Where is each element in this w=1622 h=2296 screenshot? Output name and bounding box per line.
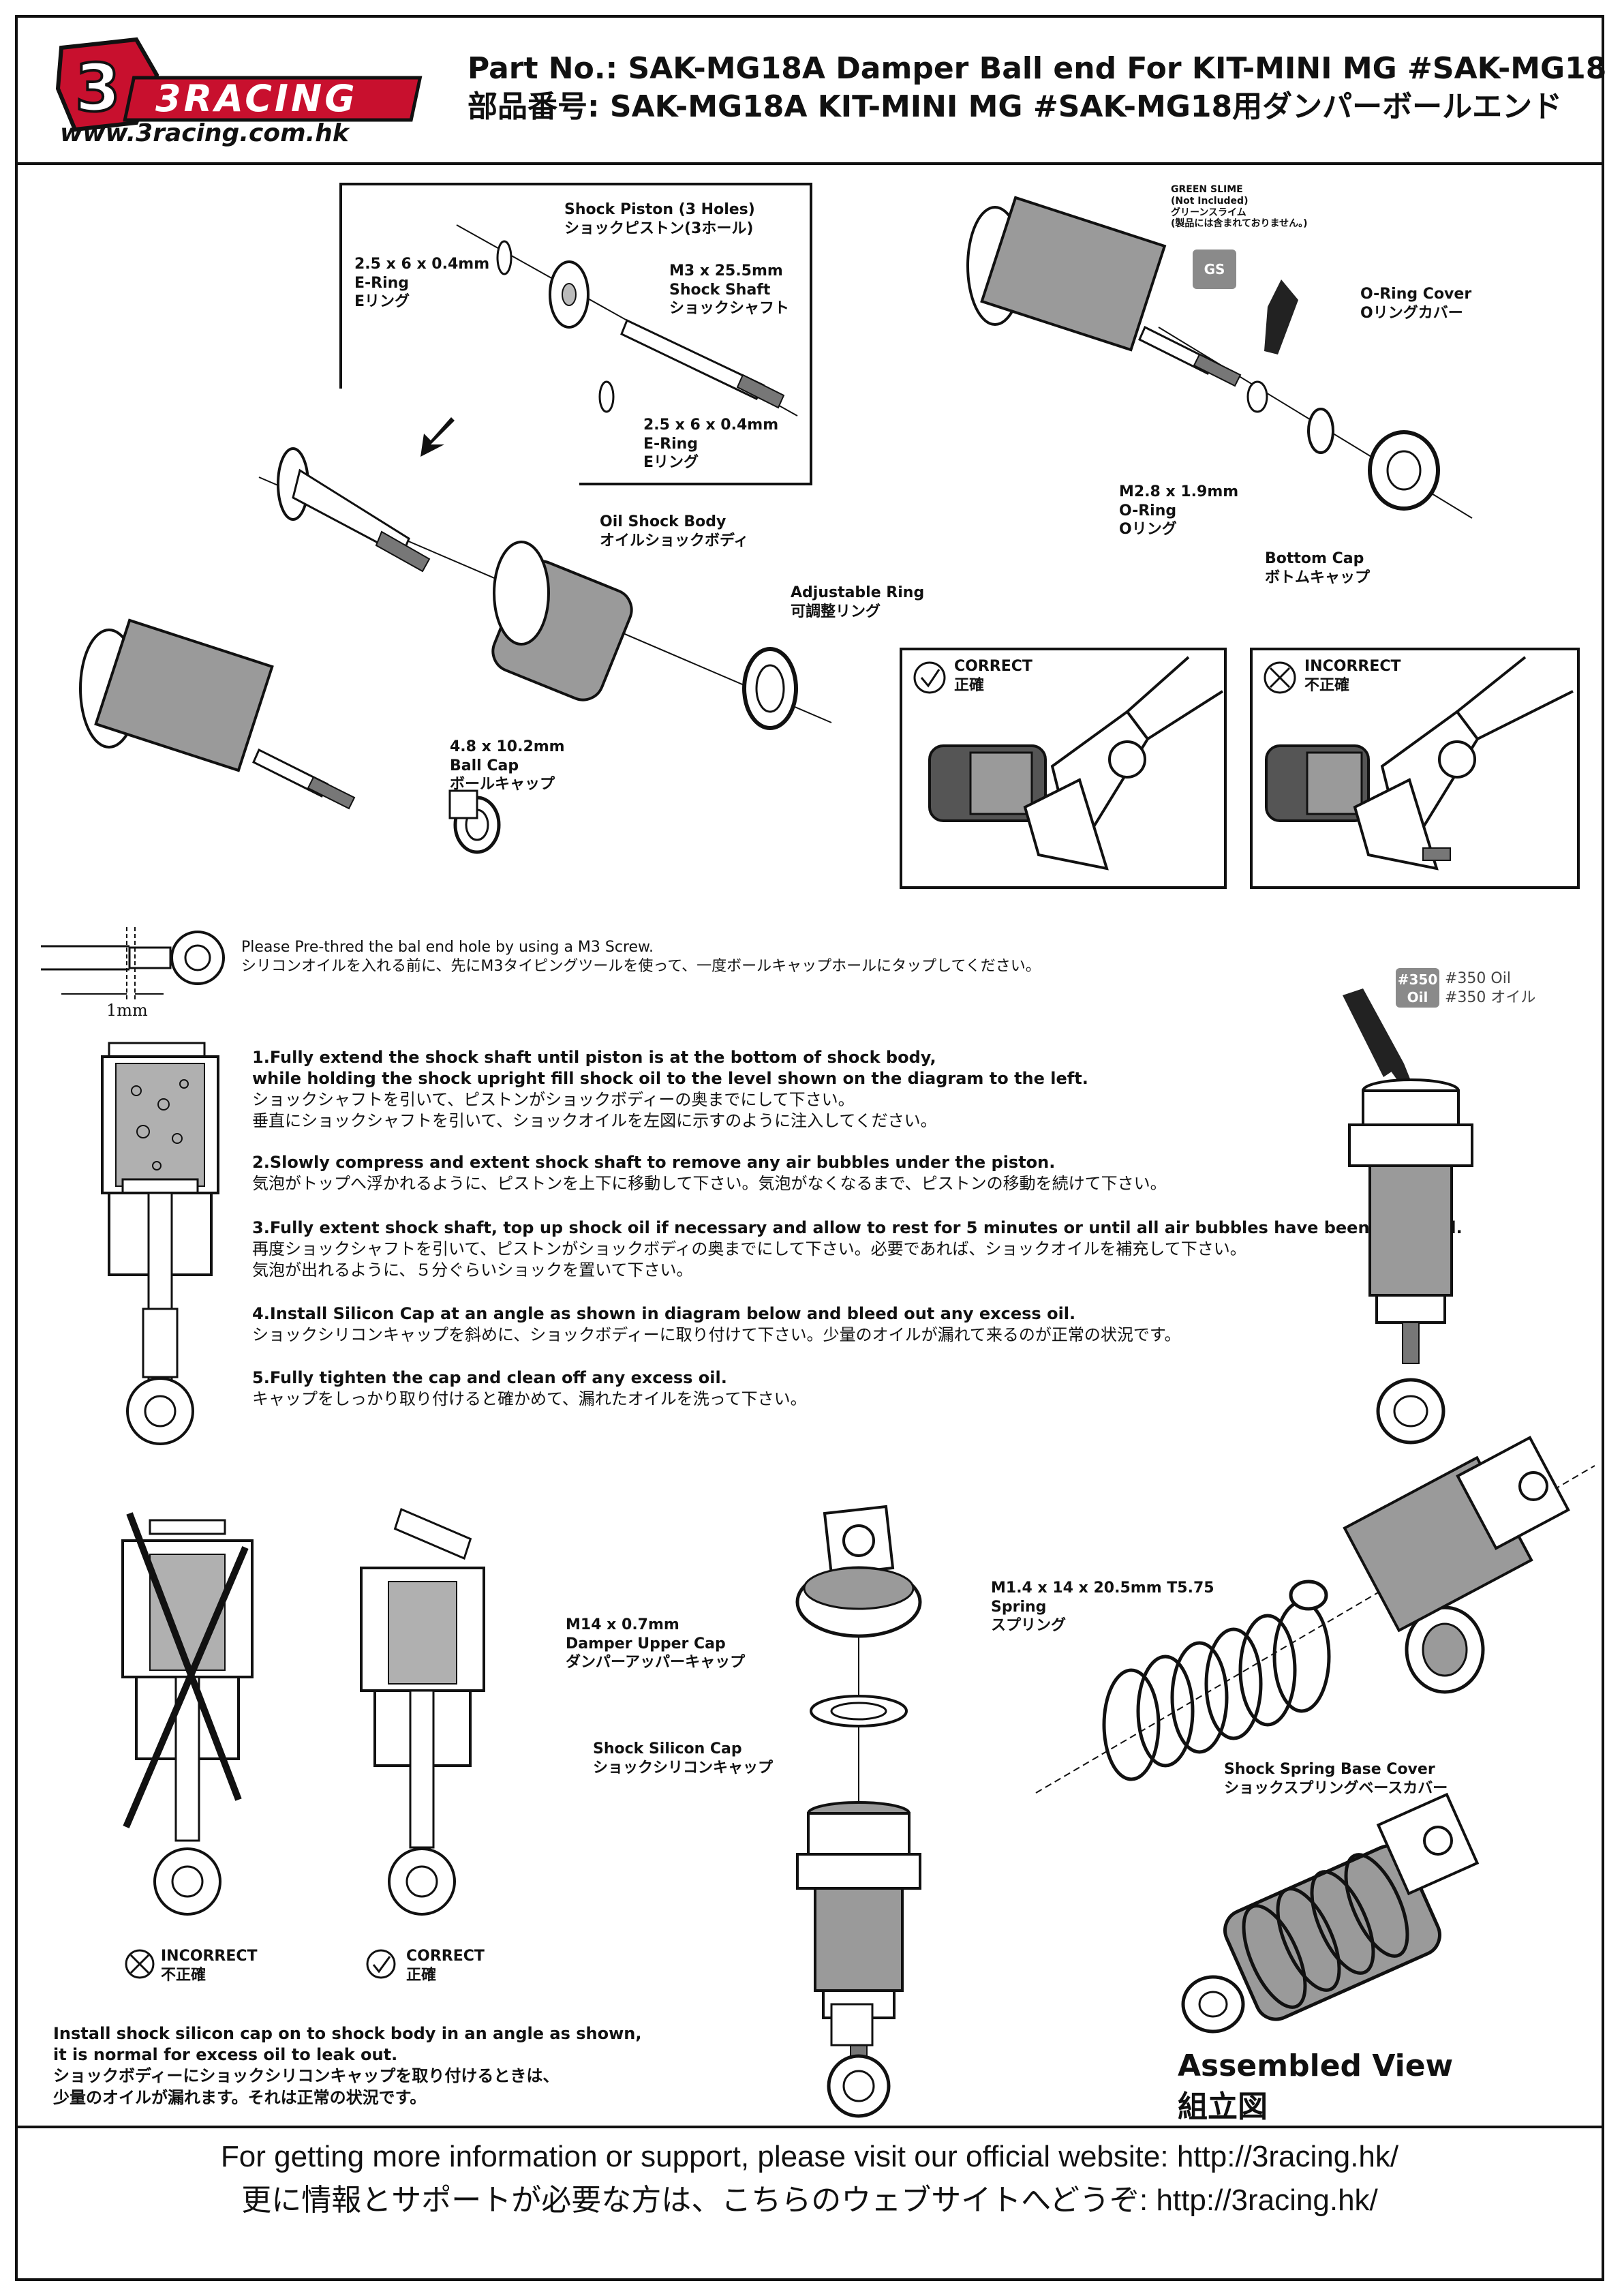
gs-badge: GS: [1193, 250, 1236, 289]
step-4-en: 4.Install Silicon Cap at an angle as sho…: [252, 1304, 1076, 1323]
step-5-en: 5.Fully tighten the cap and clean off an…: [252, 1368, 727, 1387]
assembled-view-title-jp: 組立図: [1178, 2089, 1268, 2124]
footer-support-en: For getting more information or support,…: [220, 2140, 1399, 2173]
logo-mark-icon: 3: [55, 37, 423, 132]
label-oil: #350 Oil #350 オイル: [1445, 970, 1536, 1006]
pre-thread-note: Please Pre-thred the bal end hole by usi…: [241, 939, 1041, 975]
logo-website: www.3racing.com.hk: [60, 119, 349, 147]
label-cap-incorrect: INCORRECT 不正確: [161, 1948, 258, 1984]
incorrect-cap-diagram: [121, 1512, 254, 1916]
oil-badge: #350 Oil: [1396, 968, 1439, 1008]
step-3-en: 3.Fully extent shock shaft, top up shock…: [252, 1218, 1463, 1237]
correct-cutting-panel: CORRECT 正確: [900, 648, 1227, 889]
assembled-view-title: Assembled View: [1178, 2049, 1454, 2083]
label-oring-cover: O-Ring Cover Oリングカバー: [1360, 286, 1472, 322]
label-oring: M2.8 x 1.9mm O-Ring Oリング: [1119, 483, 1239, 538]
header-divider: [15, 162, 1604, 165]
oil-fill-diagram: [101, 1042, 219, 1445]
label-spring: M1.4 x 14 x 20.5mm T5.75 Spring スプリング: [991, 1580, 1214, 1634]
incorrect-cutting-drawing: [1264, 656, 1574, 871]
footer-divider: [15, 2126, 1604, 2128]
step-2-jp: 気泡がトップへ浮かれるように、ピストンを上下に移動して下さい。気泡がなくなるまで…: [252, 1174, 1167, 1193]
bottom-cap-exploded-drawing: [966, 196, 1473, 519]
step-1-jp: ショックシャフトを引いて、ピストンがショックボディーの奥までにして下さい。 垂直…: [252, 1090, 937, 1131]
step-1-en: 1.Fully extend the shock shaft until pis…: [252, 1048, 1088, 1089]
label-shock-piston: Shock Piston (3 Holes) ショックピストン(3ホール): [564, 201, 755, 237]
incorrect-cutting-panel: INCORRECT 不正確: [1250, 648, 1580, 889]
step-2-en: 2.Slowly compress and extent shock shaft…: [252, 1153, 1056, 1172]
step-5-jp: キャップをしっかり取り付けると確かめて、漏れたオイルを洗って下さい。: [252, 1389, 807, 1408]
step-4-jp: ショックシリコンキャップを斜めに、ショックボディーに取り付けて下さい。少量のオイ…: [252, 1325, 1181, 1344]
label-correct-cut: CORRECT 正確: [954, 658, 1032, 694]
oil-fill-shock-drawing: [1343, 988, 1473, 1445]
assembled-shock-drawing: [1181, 1792, 1480, 2034]
spring-exploded-drawing: [1035, 1436, 1595, 1794]
shock-body-exploded-drawing: [79, 447, 832, 854]
label-eclip-bottom: 2.5 x 6 x 0.4mm E-Ring Eリング: [643, 417, 779, 471]
label-bottom-cap: Bottom Cap ボトムキャップ: [1265, 550, 1371, 586]
shaft-inset-frame: [339, 183, 812, 485]
label-eclip-top: 2.5 x 6 x 0.4mm E-Ring Eリング: [354, 256, 490, 310]
install-note: Install shock silicon cap on to shock bo…: [53, 2024, 642, 2107]
upper-cap-exploded-drawing: [795, 1505, 922, 2118]
page-border: [15, 15, 1604, 2281]
shaft-assembly-drawing: [456, 224, 798, 417]
down-arrow-icon: [420, 417, 455, 457]
correct-cutting-drawing: [913, 656, 1224, 871]
brand-logo: 3 3RACING www.3racing.com.hk: [55, 34, 436, 150]
label-1mm: 1mm: [106, 1001, 148, 1020]
label-cap-correct: CORRECT 正確: [406, 1948, 485, 1984]
ball-end-thread-diagram: [41, 927, 225, 1002]
label-spring-base: Shock Spring Base Cover ショックスプリングベースカバー: [1224, 1761, 1448, 1797]
incorrect-icon: [125, 1949, 155, 1979]
correct-cap-diagram: [360, 1507, 485, 1916]
label-shock-shaft: M3 x 25.5mm Shock Shaft ショックシャフト: [669, 262, 790, 317]
page-title-jp: 部品番号: SAK-MG18A KIT-MINI MG #SAK-MG18用ダン…: [468, 89, 1563, 124]
label-silicon-cap: Shock Silicon Cap ショックシリコンキャップ: [593, 1740, 774, 1777]
svg-text:3: 3: [75, 50, 121, 126]
logo-text: 3RACING: [155, 77, 358, 120]
step-3-jp: 再度ショックシャフトを引いて、ピストンがショックボディの奥までにして下さい。必要…: [252, 1239, 1246, 1280]
label-oil-shock-body: Oil Shock Body オイルショックボディ: [600, 513, 749, 549]
label-incorrect-cut: INCORRECT 不正確: [1304, 658, 1401, 694]
correct-icon: [366, 1949, 396, 1979]
label-green-slime: GREEN SLIME (Not Included) グリーンスライム (製品に…: [1171, 184, 1308, 230]
page-title: Part No.: SAK-MG18A Damper Ball end For …: [468, 51, 1607, 86]
label-upper-cap: M14 x 0.7mm Damper Upper Cap ダンパーアッパーキャッ…: [566, 1616, 746, 1671]
label-ball-cap: 4.8 x 10.2mm Ball Cap ボールキャップ: [450, 738, 565, 793]
footer-support-jp: 更に情報とサポートが必要な方は、こちらのウェブサイトへどうぞ: http://3…: [241, 2184, 1378, 2217]
label-adjustable-ring: Adjustable Ring 可調整リング: [791, 584, 925, 620]
